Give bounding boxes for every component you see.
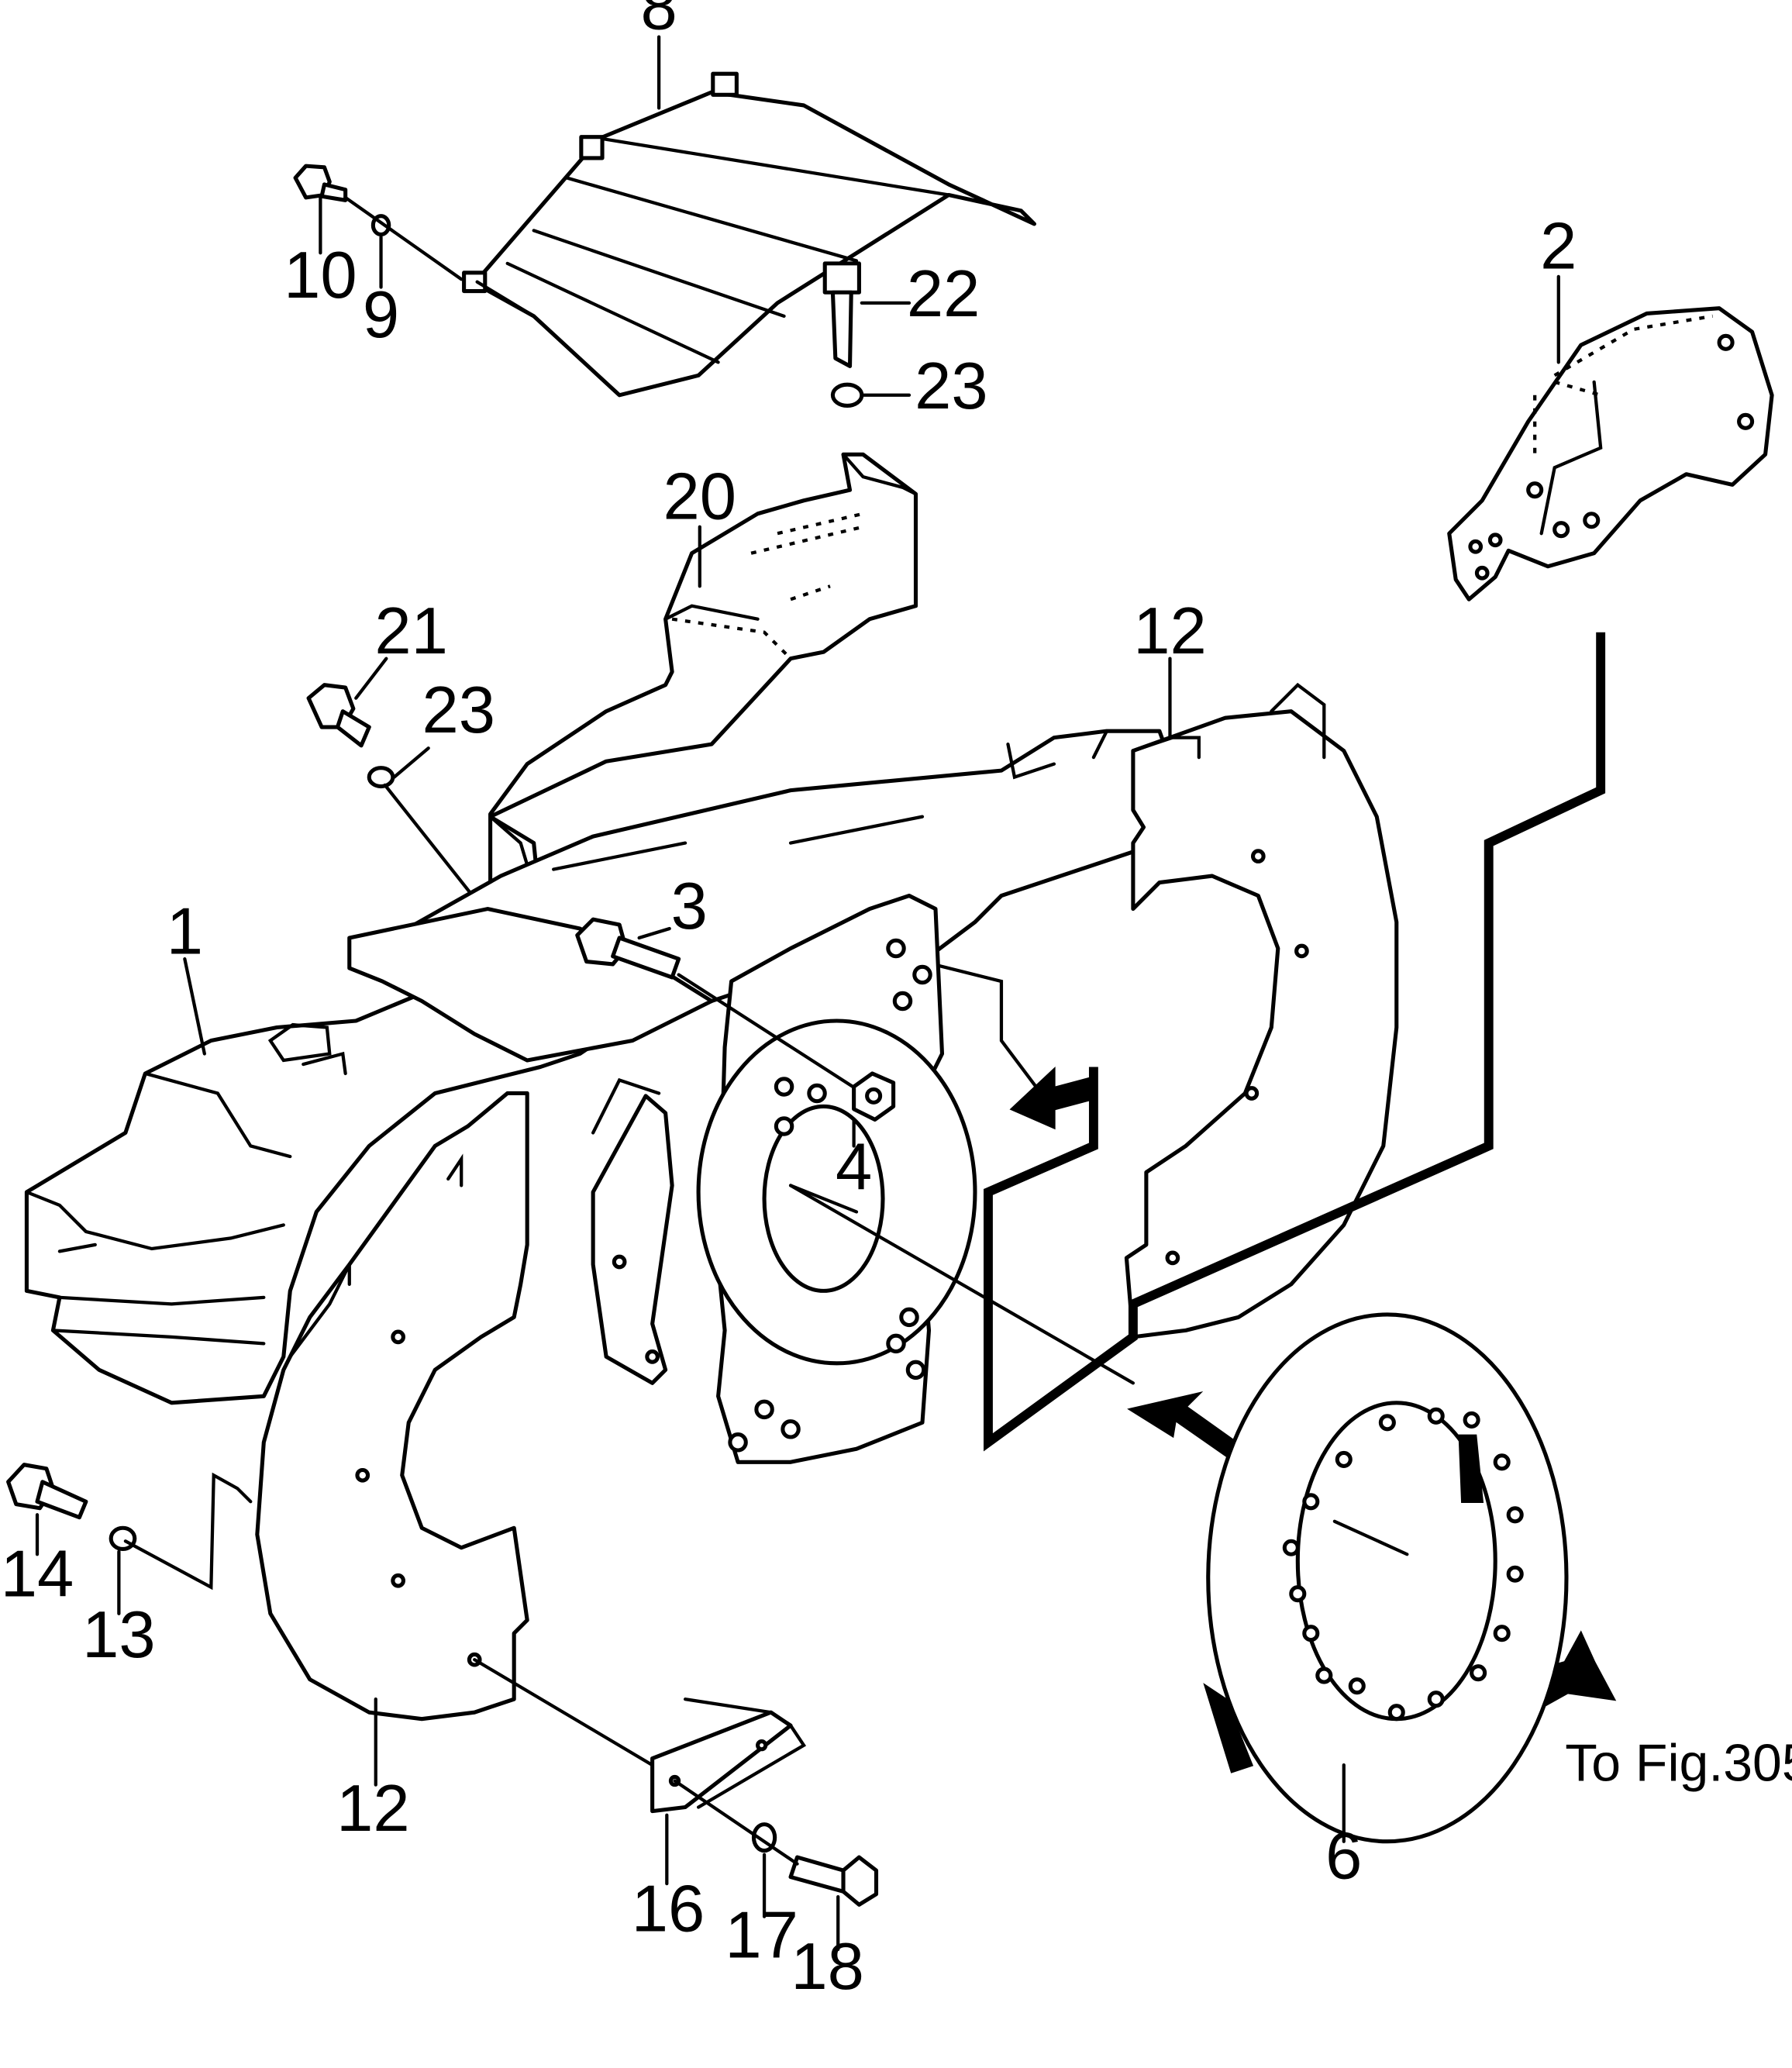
- block-part-16: [650, 1697, 807, 1814]
- label-part-16: 16: [632, 1872, 705, 1946]
- label-part-10: 10: [284, 239, 357, 312]
- label-part-13: 13: [82, 1598, 155, 1672]
- cover-part-8: [462, 71, 1036, 398]
- label-part-23-lower: 23: [422, 674, 496, 747]
- bracket-part-2: [1447, 306, 1774, 601]
- label-part-12-left: 12: [336, 1772, 410, 1846]
- washer-part-23-lower: [367, 766, 395, 789]
- label-part-17: 17: [725, 1898, 798, 1972]
- label-part-12-right: 12: [1133, 595, 1207, 668]
- reference-note: To Fig.3051: [1565, 1734, 1792, 1793]
- leader-line-13: [123, 1472, 253, 1591]
- part-labels: 8 10 9 22 23 2 20 21 23 12 1 3 4 14 13 1…: [1, 0, 1792, 2004]
- label-part-23-upper: 23: [915, 350, 988, 423]
- leader-lines: [35, 35, 1560, 1952]
- bolt-part-22: [822, 261, 861, 368]
- label-part-14: 14: [1, 1538, 74, 1611]
- bolt-part-14: [6, 1463, 88, 1520]
- label-part-18: 18: [791, 1930, 864, 2004]
- flange-plate-left: [591, 1094, 674, 1385]
- label-part-2: 2: [1540, 210, 1577, 284]
- label-part-1: 1: [167, 894, 203, 968]
- washer-part-23-upper: [830, 382, 864, 408]
- bolt-part-18: [788, 1855, 879, 1907]
- shield-part-12-left: [255, 1091, 529, 1722]
- label-part-20: 20: [663, 460, 736, 534]
- arrow-left-upper: [1009, 1066, 1095, 1130]
- label-part-4: 4: [836, 1131, 872, 1205]
- disc-part-6: [1203, 1312, 1569, 1844]
- label-part-9: 9: [363, 278, 399, 352]
- label-part-8: 8: [640, 0, 677, 43]
- label-part-21: 21: [374, 595, 448, 668]
- label-part-3: 3: [671, 870, 708, 943]
- bolt-part-10: [293, 164, 348, 202]
- routing-line: [984, 632, 1606, 1452]
- arrow-left-lower: [1127, 1391, 1248, 1462]
- nut-part-4: [852, 1071, 896, 1122]
- shield-part-12-right: [1124, 682, 1399, 1339]
- bolt-part-3: [575, 917, 681, 980]
- label-part-6: 6: [1325, 1819, 1362, 1893]
- bolt-part-21: [306, 683, 371, 748]
- hub-assembly: [696, 894, 977, 1464]
- label-part-22: 22: [907, 257, 980, 331]
